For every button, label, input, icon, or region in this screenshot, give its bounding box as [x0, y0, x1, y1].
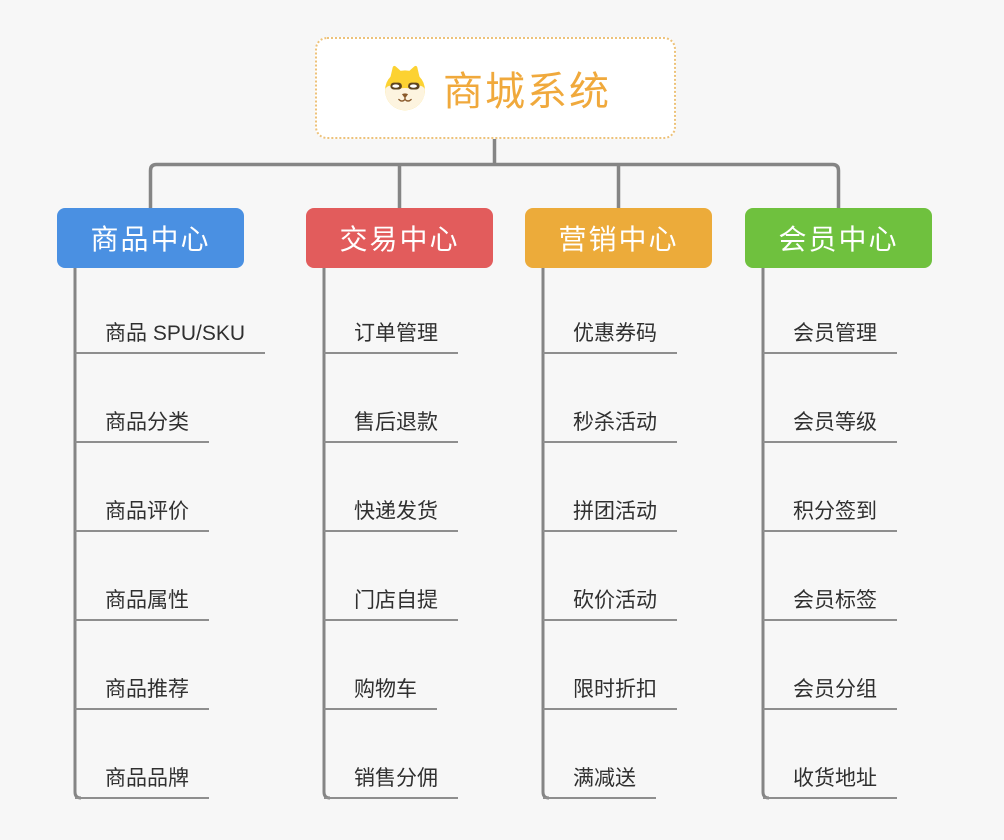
child-node-label: 会员分组 — [763, 679, 897, 710]
branch-node-label: 会员中心 — [778, 224, 899, 255]
child-node-label: 积分签到 — [763, 501, 897, 532]
child-node[interactable]: 商品评价 — [75, 490, 209, 532]
child-node[interactable]: 砍价活动 — [543, 579, 677, 621]
dog-icon — [380, 65, 430, 111]
child-node-label: 商品品牌 — [75, 768, 209, 799]
child-node[interactable]: 积分签到 — [763, 490, 897, 532]
branch-node-label: 营销中心 — [558, 224, 679, 255]
root-node-title: 商城系统 — [443, 70, 611, 114]
child-node-label: 收货地址 — [763, 768, 897, 799]
child-node[interactable]: 会员分组 — [763, 668, 897, 710]
branch-node[interactable]: 交易中心 — [306, 208, 493, 268]
child-node[interactable]: 购物车 — [324, 668, 437, 710]
child-node[interactable]: 会员标签 — [763, 579, 897, 621]
branch-node[interactable]: 会员中心 — [745, 208, 932, 268]
child-node[interactable]: 满减送 — [543, 757, 656, 799]
child-node[interactable]: 售后退款 — [324, 401, 458, 443]
child-node[interactable]: 订单管理 — [324, 312, 458, 354]
child-node-label: 销售分佣 — [324, 768, 458, 799]
branch-bus-line — [148, 162, 841, 208]
child-node-label: 满减送 — [543, 768, 656, 799]
child-node-label: 售后退款 — [324, 412, 458, 443]
child-node[interactable]: 会员等级 — [763, 401, 897, 443]
child-node-label: 门店自提 — [324, 590, 458, 621]
child-node-label: 快递发货 — [324, 501, 458, 532]
child-node-label: 秒杀活动 — [543, 412, 677, 443]
child-node[interactable]: 商品品牌 — [75, 757, 209, 799]
child-node-label: 限时折扣 — [543, 679, 677, 710]
child-node[interactable]: 门店自提 — [324, 579, 458, 621]
child-node-label: 拼团活动 — [543, 501, 677, 532]
child-node[interactable]: 销售分佣 — [324, 757, 458, 799]
child-node[interactable]: 商品 SPU/SKU — [75, 312, 266, 354]
child-node[interactable]: 商品分类 — [75, 401, 209, 443]
child-node-label: 订单管理 — [324, 323, 458, 354]
child-node-label: 商品推荐 — [75, 679, 209, 710]
root-node-mall-system[interactable]: 商城系统 — [315, 37, 676, 139]
branch-node-label: 交易中心 — [339, 224, 460, 255]
branch-node-label: 商品中心 — [90, 224, 211, 255]
child-node-label: 会员管理 — [763, 323, 897, 354]
branch-node[interactable]: 商品中心 — [57, 208, 244, 268]
child-node-label: 商品 SPU/SKU — [75, 323, 266, 354]
child-node-label: 商品分类 — [75, 412, 209, 443]
child-node-label: 优惠券码 — [543, 323, 677, 354]
child-node-label: 商品属性 — [75, 590, 209, 621]
child-node[interactable]: 商品推荐 — [75, 668, 209, 710]
child-node[interactable]: 会员管理 — [763, 312, 897, 354]
child-node[interactable]: 优惠券码 — [543, 312, 677, 354]
child-node[interactable]: 限时折扣 — [543, 668, 677, 710]
child-node-label: 砍价活动 — [543, 590, 677, 621]
child-node[interactable]: 商品属性 — [75, 579, 209, 621]
child-node-label: 购物车 — [324, 679, 437, 710]
branch-node[interactable]: 营销中心 — [525, 208, 712, 268]
child-node[interactable]: 秒杀活动 — [543, 401, 677, 443]
child-node-label: 商品评价 — [75, 501, 209, 532]
child-node[interactable]: 收货地址 — [763, 757, 897, 799]
child-node-label: 会员标签 — [763, 590, 897, 621]
child-node[interactable]: 拼团活动 — [543, 490, 677, 532]
child-node[interactable]: 快递发货 — [324, 490, 458, 532]
child-node-label: 会员等级 — [763, 412, 897, 443]
